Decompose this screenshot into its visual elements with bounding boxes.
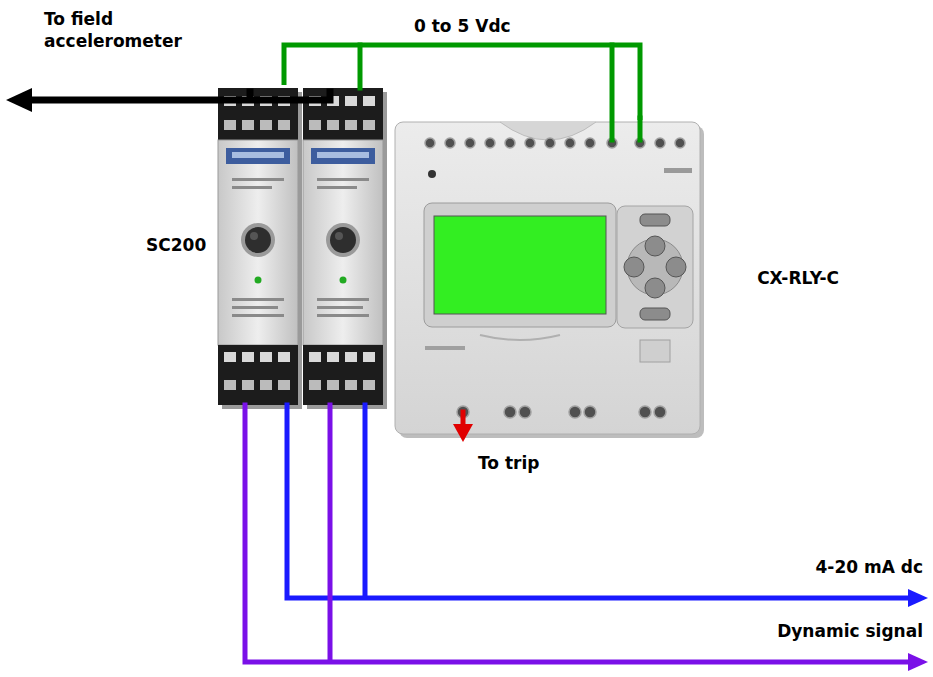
voltage-wire (284, 45, 640, 120)
cable-destination-label: To field accelerometer (44, 8, 194, 52)
sensor-cable (30, 92, 330, 100)
arrow-head (453, 424, 473, 442)
voltage-wire (358, 45, 363, 88)
sc200-module (303, 88, 387, 409)
arrow-head (908, 653, 928, 671)
signal-name: 4-20 mA dc (816, 556, 924, 578)
output-destination-label: To trip (478, 452, 539, 474)
signal-wires (30, 45, 912, 662)
device-name: CX-RLY-C (757, 267, 839, 289)
voltage-wire (610, 45, 615, 140)
signal-range-label: 0 to 5 Vdc (411, 15, 514, 37)
voltage-wire (638, 118, 643, 140)
trip-wire (461, 412, 466, 426)
sensor-module-group: SC200 (140, 85, 390, 405)
sc200-module (218, 88, 302, 409)
relay-controller-box: CX-RLY-C (392, 120, 845, 435)
arrow-head (6, 88, 32, 112)
device-name: SC200 (146, 234, 206, 256)
relay-controller (395, 122, 704, 438)
signal-name: Dynamic signal (777, 620, 923, 642)
arrow-head (908, 589, 928, 607)
